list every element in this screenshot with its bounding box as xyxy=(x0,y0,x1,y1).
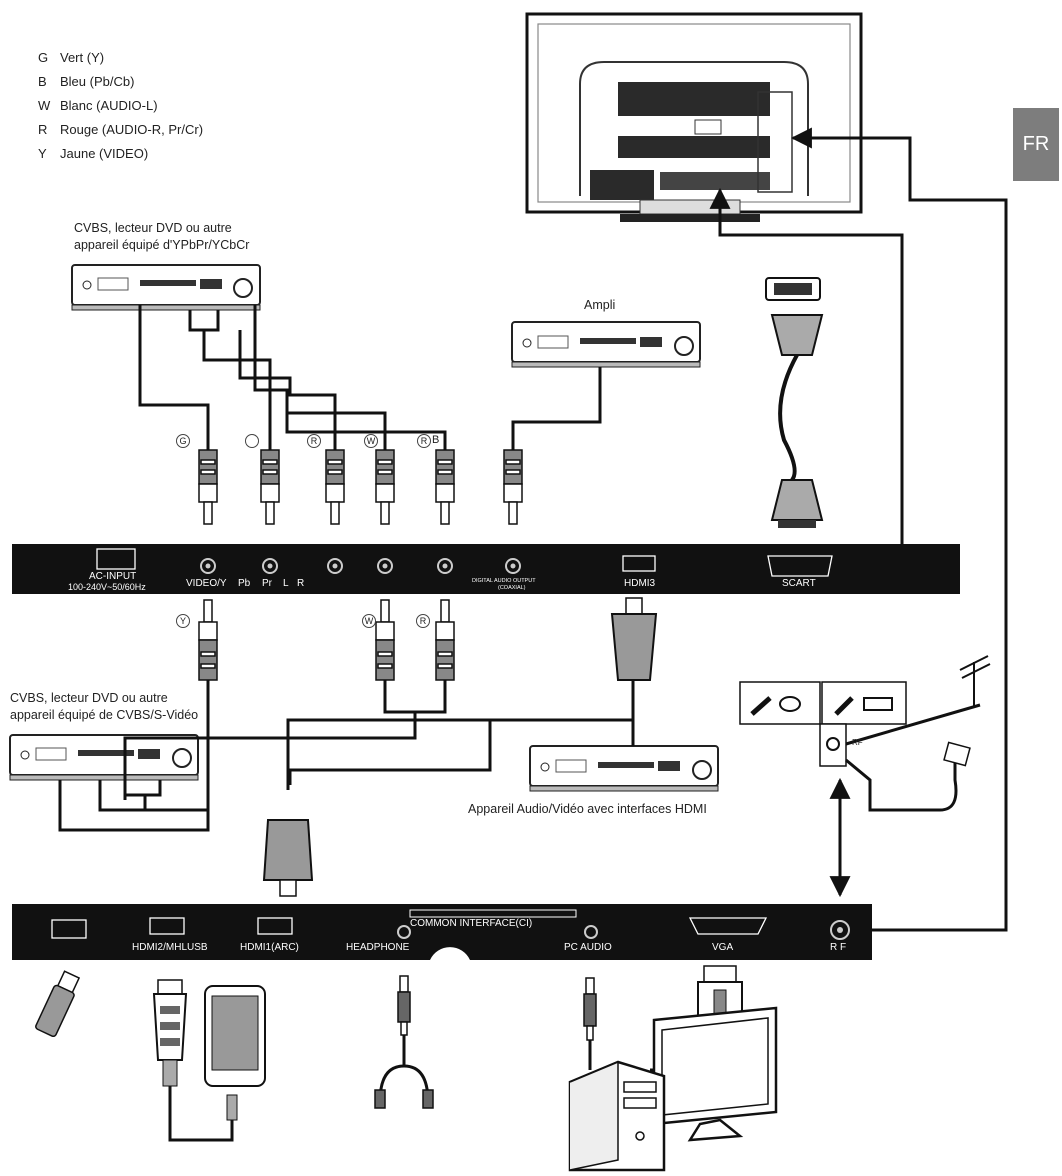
pr-jack xyxy=(262,558,278,574)
hdmi1-port xyxy=(257,917,293,935)
headphone-jack xyxy=(397,925,411,939)
bottom-panel xyxy=(12,904,872,960)
hdmi-plug-bottom xyxy=(262,819,314,897)
ac-spec-label: 100-240V~50/60Hz xyxy=(68,582,146,592)
usb-stick xyxy=(35,970,81,1038)
dvd-ypbpr-label: CVBS, lecteur DVD ou autre appareil équi… xyxy=(74,221,250,252)
amp-label: Ampli xyxy=(584,298,616,312)
badge-red: R xyxy=(307,434,321,448)
badge-white: W xyxy=(364,434,378,448)
r-label: R xyxy=(297,578,305,589)
badge-red: R xyxy=(417,434,431,448)
digital-audio-sub-label: (COAXIAL) xyxy=(498,585,526,591)
antenna-module xyxy=(739,655,991,812)
badge-white: W xyxy=(362,614,376,628)
cables xyxy=(58,127,1008,1142)
pc-audio-plug xyxy=(583,977,597,1041)
badge-green: G xyxy=(176,434,190,448)
hdmi2-port xyxy=(149,917,185,935)
rca-plugs-bottom xyxy=(198,599,455,681)
scart-port xyxy=(767,555,833,577)
ac-input-label: AC-INPUT xyxy=(89,571,137,582)
top-panel xyxy=(12,544,960,594)
hdmi-device-label: Appareil Audio/Vidéo avec interfaces HDM… xyxy=(468,802,707,816)
headphones xyxy=(374,975,434,1109)
scart-label: SCART xyxy=(782,578,816,589)
audio-l-jack xyxy=(377,558,393,574)
badge-b-letter: B xyxy=(432,434,440,446)
pr-label: Pr xyxy=(262,578,272,589)
hdmi3-label: HDMI3 xyxy=(624,578,656,589)
digital-audio-label: DIGITAL AUDIO OUTPUT xyxy=(472,578,536,584)
hdmi2-label: HDMI2/MHLUSB xyxy=(132,942,208,953)
scart-cable xyxy=(765,277,824,528)
pb-jack xyxy=(327,558,343,574)
headphone-label: HEADPHONE xyxy=(346,942,410,953)
dvd-ypbpr-device xyxy=(71,264,261,311)
language-tab: FR xyxy=(1013,108,1059,181)
pb-label: Pb xyxy=(238,578,251,589)
l-label: L xyxy=(283,578,289,589)
vga-label: VGA xyxy=(712,942,734,953)
coaxial-jack xyxy=(505,558,521,574)
usb-port xyxy=(51,919,87,939)
dvd-cvbs-label: CVBS, lecteur DVD ou autre appareil équi… xyxy=(10,691,199,722)
hdmi-av-device xyxy=(529,745,719,792)
antenna-rf-label: RF xyxy=(852,738,863,747)
dvd-cvbs-device xyxy=(9,734,199,781)
audio-r-jack xyxy=(437,558,453,574)
rca-plugs-top xyxy=(198,449,523,525)
hdmi1-label: HDMI1(ARC) xyxy=(240,942,299,953)
rf-port xyxy=(830,920,850,940)
hdmi3-port xyxy=(622,555,656,572)
rf-label: R F xyxy=(830,942,847,953)
common-interface-label: COMMON INTERFACE(CI) xyxy=(410,918,533,929)
tv-back xyxy=(525,12,863,222)
pc-audio-jack xyxy=(584,925,598,939)
computer xyxy=(568,1006,778,1172)
pc-audio-label: PC AUDIO xyxy=(564,942,612,953)
badge-red: R xyxy=(416,614,430,628)
vga-port xyxy=(688,917,768,935)
amp-device xyxy=(511,321,701,368)
video-y-jack xyxy=(200,558,216,574)
badge-blue xyxy=(245,434,259,448)
mhl-cable xyxy=(152,979,188,1087)
video-y-label: VIDEO/Y xyxy=(186,578,227,589)
hdmi-plug-top xyxy=(610,597,658,681)
badge-yellow: Y xyxy=(176,614,190,628)
smartphone xyxy=(204,985,266,1121)
